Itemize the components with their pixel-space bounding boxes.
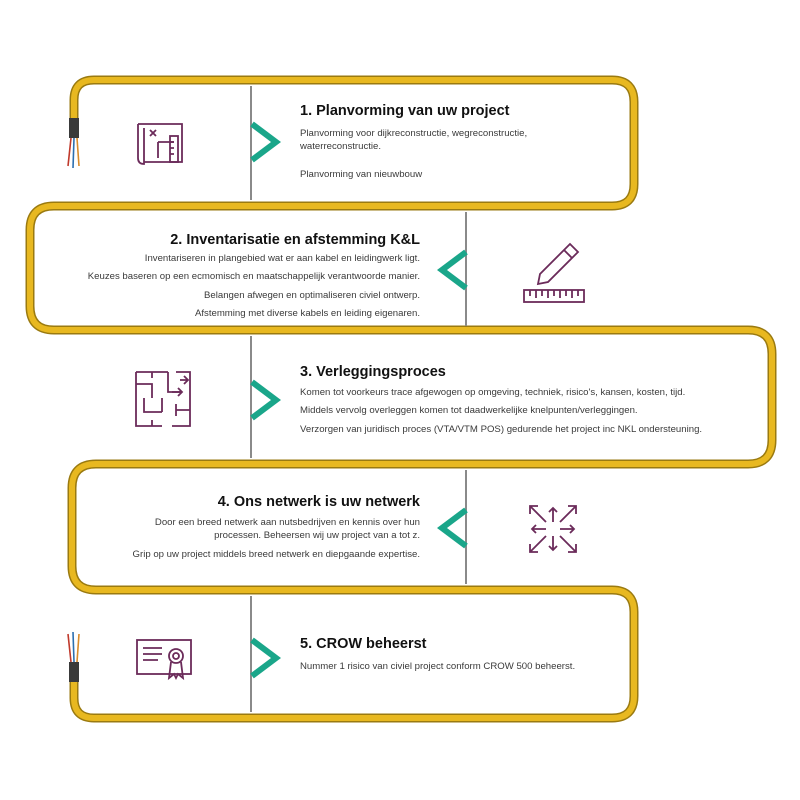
- cable-end-bottom: [67, 631, 80, 682]
- cable-end-top: [67, 118, 80, 169]
